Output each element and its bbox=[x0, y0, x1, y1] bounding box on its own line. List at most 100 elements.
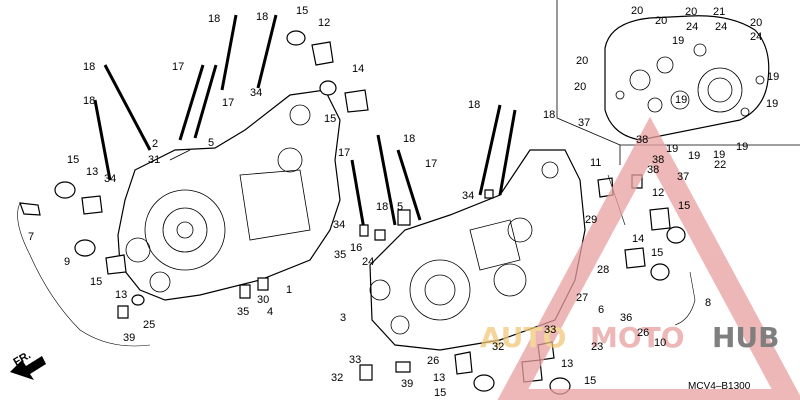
callout-34: 34 bbox=[333, 219, 345, 231]
watermark-text-a: AUTO bbox=[480, 321, 566, 354]
callout-18: 18 bbox=[83, 95, 95, 107]
callout-38: 38 bbox=[647, 164, 659, 176]
callout-34: 34 bbox=[462, 190, 474, 202]
studs-right bbox=[478, 104, 517, 196]
callout-17: 17 bbox=[222, 97, 234, 109]
watermark: AUTO MOTO HUB bbox=[480, 116, 800, 400]
callout-31: 31 bbox=[148, 154, 160, 166]
callout-3: 3 bbox=[340, 312, 346, 324]
callout-38: 38 bbox=[636, 134, 648, 146]
callout-17: 17 bbox=[425, 158, 437, 170]
callout-6: 6 bbox=[598, 304, 604, 316]
callout-37: 37 bbox=[677, 171, 689, 183]
direction-arrow: FR. bbox=[10, 349, 46, 380]
callout-15: 15 bbox=[296, 5, 308, 17]
crankcase-right bbox=[369, 149, 586, 351]
callout-29: 29 bbox=[585, 214, 597, 226]
callout-17: 17 bbox=[338, 147, 350, 159]
callout-1: 1 bbox=[286, 284, 292, 296]
callout-20: 20 bbox=[685, 6, 697, 18]
callout-11: 11 bbox=[590, 157, 601, 169]
callout-28: 28 bbox=[597, 264, 609, 276]
callout-25: 25 bbox=[143, 319, 155, 331]
callout-15: 15 bbox=[324, 113, 336, 125]
callout-35: 35 bbox=[334, 249, 346, 261]
callout-15: 15 bbox=[434, 387, 446, 399]
callout-21: 21 bbox=[713, 6, 725, 18]
callout-27: 27 bbox=[576, 292, 588, 304]
callout-19: 19 bbox=[666, 143, 678, 155]
callout-33: 33 bbox=[544, 324, 556, 336]
callout-24: 24 bbox=[750, 31, 762, 43]
callout-18: 18 bbox=[403, 133, 415, 145]
callout-7: 7 bbox=[28, 231, 34, 243]
studs-left bbox=[93, 14, 422, 236]
callout-24: 24 bbox=[362, 256, 374, 268]
callout-26: 26 bbox=[427, 355, 439, 367]
callout-20: 20 bbox=[631, 5, 643, 17]
callout-5: 5 bbox=[208, 137, 214, 149]
diagram-code: MCV4–B1300 bbox=[688, 381, 751, 392]
callout-19: 19 bbox=[767, 71, 779, 83]
callout-20: 20 bbox=[576, 55, 588, 67]
callout-12: 12 bbox=[318, 17, 330, 29]
crankcase-left bbox=[117, 89, 341, 301]
callout-39: 39 bbox=[123, 332, 135, 344]
callout-23: 23 bbox=[591, 341, 603, 353]
callout-19: 19 bbox=[675, 94, 687, 106]
callout-18: 18 bbox=[83, 61, 95, 73]
callout-15: 15 bbox=[678, 200, 690, 212]
callout-18: 18 bbox=[376, 201, 388, 213]
callout-5: 5 bbox=[397, 201, 403, 213]
callout-16: 16 bbox=[350, 242, 362, 254]
callout-13: 13 bbox=[86, 166, 98, 178]
callout-15: 15 bbox=[90, 276, 102, 288]
callout-20: 20 bbox=[574, 81, 586, 93]
callout-9: 9 bbox=[64, 256, 70, 268]
callout-13: 13 bbox=[433, 372, 445, 384]
sensor-wire bbox=[17, 202, 151, 347]
callout-34: 34 bbox=[104, 173, 116, 185]
callout-17: 17 bbox=[172, 61, 184, 73]
callout-24: 24 bbox=[686, 21, 698, 33]
callout-39: 39 bbox=[401, 378, 413, 390]
callout-14: 14 bbox=[632, 233, 644, 245]
callout-26: 26 bbox=[637, 327, 649, 339]
callout-24: 24 bbox=[715, 21, 727, 33]
callout-18: 18 bbox=[208, 13, 220, 25]
callout-19: 19 bbox=[688, 150, 700, 162]
callout-2: 2 bbox=[152, 138, 158, 150]
callout-22: 22 bbox=[714, 159, 726, 171]
callout-19: 19 bbox=[713, 149, 725, 161]
callout-14: 14 bbox=[352, 63, 364, 75]
callout-4: 4 bbox=[267, 306, 273, 318]
callout-13: 13 bbox=[561, 358, 573, 370]
callout-30: 30 bbox=[257, 294, 269, 306]
callout-13: 13 bbox=[115, 289, 127, 301]
callout-15: 15 bbox=[651, 247, 663, 259]
callout-32: 32 bbox=[492, 341, 504, 353]
callout-35: 35 bbox=[237, 306, 249, 318]
callout-18: 18 bbox=[543, 109, 555, 121]
callout-10: 10 bbox=[654, 337, 666, 349]
callout-19: 19 bbox=[736, 141, 748, 153]
callout-15: 15 bbox=[584, 375, 596, 387]
callout-20: 20 bbox=[750, 17, 762, 29]
callout-33: 33 bbox=[349, 354, 361, 366]
watermark-text-c: HUB bbox=[712, 321, 780, 354]
callout-32: 32 bbox=[331, 372, 343, 384]
callout-34: 34 bbox=[250, 87, 262, 99]
callout-12: 12 bbox=[652, 187, 664, 199]
callout-36: 36 bbox=[620, 312, 632, 324]
callout-37: 37 bbox=[578, 117, 590, 129]
callout-38: 38 bbox=[652, 154, 664, 166]
inset-detail bbox=[556, 0, 800, 165]
callout-19: 19 bbox=[766, 98, 778, 110]
callout-19: 19 bbox=[672, 35, 684, 47]
callout-15: 15 bbox=[67, 154, 79, 166]
watermark-text-b: MOTO bbox=[590, 321, 685, 354]
hardware-parts bbox=[54, 30, 686, 395]
